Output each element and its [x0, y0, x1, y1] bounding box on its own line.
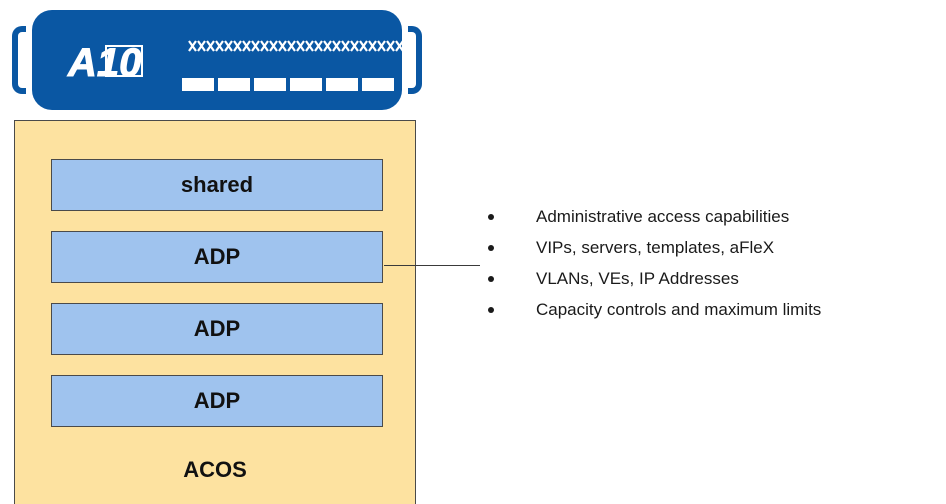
partition-adp: ADP — [51, 303, 383, 355]
right-rack-bracket — [408, 26, 422, 94]
list-item: VIPs, servers, templates, aFleX — [488, 232, 821, 263]
left-rack-bracket — [12, 26, 26, 94]
port-slot — [254, 78, 286, 91]
acos-container: shared ADP ADP ADP ACOS — [14, 120, 416, 504]
list-item-text: Capacity controls and maximum limits — [536, 300, 822, 319]
partition-adp: ADP — [51, 375, 383, 427]
list-item-text: Administrative access capabilities — [536, 207, 790, 226]
a10-logo: A10 — [67, 41, 143, 86]
port-row — [182, 78, 394, 91]
port-slot — [290, 78, 322, 91]
device-chassis: A10 — [32, 10, 408, 110]
bullet-icon — [488, 307, 494, 313]
vent-pattern — [188, 40, 408, 52]
partition-label: ADP — [193, 316, 241, 341]
port-slot — [326, 78, 358, 91]
port-slot — [218, 78, 250, 91]
a10-device-graphic: A10 — [8, 8, 426, 112]
list-item: Administrative access capabilities — [488, 201, 821, 232]
list-item: Capacity controls and maximum limits — [488, 294, 821, 325]
list-item-text: VLANs, VEs, IP Addresses — [536, 269, 739, 288]
partition-adp: ADP — [51, 231, 383, 283]
partition-label: shared — [180, 172, 254, 197]
partition-label: ADP — [193, 388, 241, 413]
partition-shared: shared — [51, 159, 383, 211]
bullet-icon — [488, 214, 494, 220]
svg-text:A10: A10 — [67, 41, 141, 85]
list-item: VLANs, VEs, IP Addresses — [488, 263, 821, 294]
bullet-icon — [488, 276, 494, 282]
list-item-text: VIPs, servers, templates, aFleX — [536, 238, 775, 257]
port-slot — [182, 78, 214, 91]
bullet-icon — [488, 245, 494, 251]
connector-line — [384, 265, 480, 266]
partition-label: ADP — [193, 244, 241, 269]
acos-label: ACOS — [183, 457, 247, 482]
adp-capabilities-list: Administrative access capabilities VIPs,… — [488, 201, 821, 325]
port-slot — [362, 78, 394, 91]
